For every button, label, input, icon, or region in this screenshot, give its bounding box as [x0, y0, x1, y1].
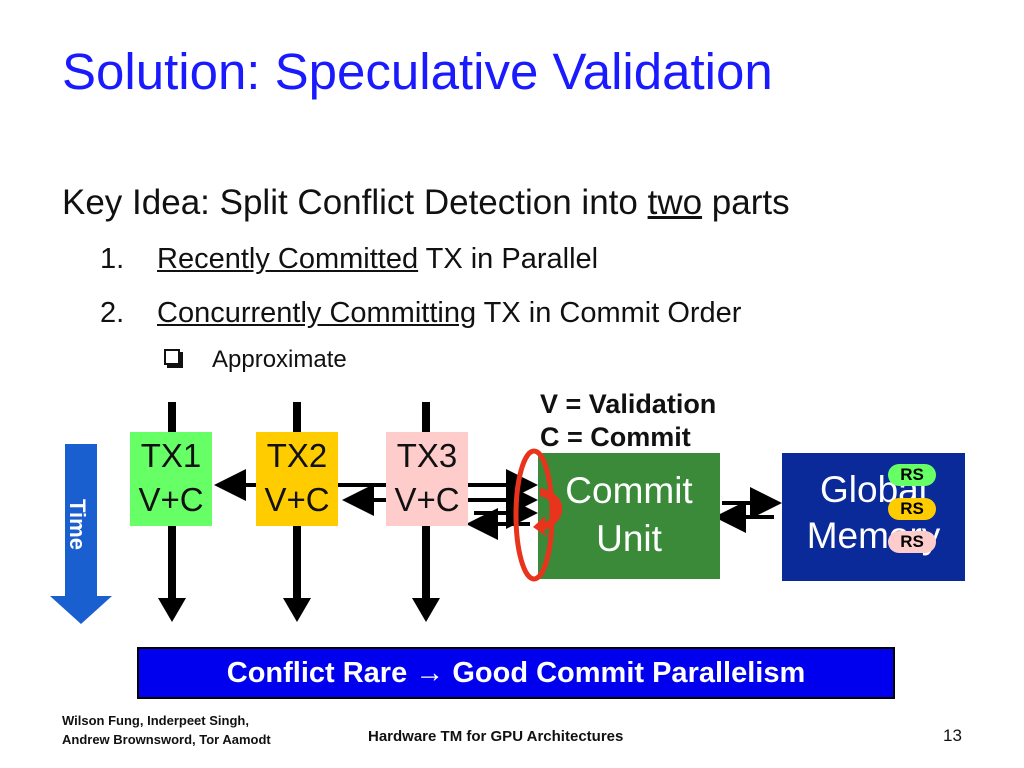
- footer-title: Hardware TM for GPU Architectures: [368, 728, 624, 745]
- tx1-name: TX1: [140, 437, 202, 474]
- curved-arrow-icon: [533, 488, 563, 537]
- tx2-box: TX2 V+C: [256, 432, 338, 526]
- rs-badge: RS: [888, 498, 936, 520]
- sub-bullet-text: Approximate: [212, 346, 347, 373]
- slide-title: Solution: Speculative Validation: [62, 43, 773, 100]
- footer-authors-line2: Andrew Brownsword, Tor Aamodt: [62, 732, 271, 747]
- key-idea-underlined: two: [647, 183, 703, 222]
- footer-authors-line1: Wilson Fung, Inderpeet Singh,: [62, 713, 249, 728]
- legend-validation: V = Validation: [540, 389, 717, 419]
- list-number-1: 1.: [100, 243, 125, 275]
- commit-unit-line1: Commit: [565, 470, 693, 511]
- time-arrow-icon: [50, 444, 112, 624]
- list-item-1-underlined: Recently Committed: [157, 243, 419, 275]
- tx1-op: V+C: [138, 481, 204, 518]
- page-number: 13: [943, 726, 962, 745]
- key-idea-prefix: Key Idea: Split Conflict Detection into: [62, 183, 648, 222]
- tx3-box: TX3 V+C: [386, 432, 468, 526]
- tx3-op: V+C: [394, 481, 460, 518]
- tx2-name: TX2: [266, 437, 328, 474]
- list-item-1: Recently Committed TX in Parallel: [157, 243, 598, 276]
- time-label: Time: [65, 498, 90, 550]
- conclusion-banner: Conflict Rare → Good Commit Parallelism: [137, 647, 895, 699]
- tx2-op: V+C: [264, 481, 330, 518]
- list-number-2: 2.: [100, 297, 125, 329]
- footer-authors: Wilson Fung, Inderpeet Singh, Andrew Bro…: [62, 711, 271, 749]
- rs-badge: RS: [888, 531, 936, 553]
- list-item-2-underlined: Concurrently Committing: [157, 297, 477, 329]
- rs-badge: RS: [888, 464, 936, 486]
- key-idea-line: Key Idea: Split Conflict Detection into …: [62, 183, 790, 223]
- commit-unit-line2: Unit: [596, 518, 662, 559]
- list-item-2-rest: TX in Commit Order: [476, 297, 742, 329]
- list-item-2: Concurrently Committing TX in Commit Ord…: [157, 297, 741, 330]
- legend: V = Validation C = Commit: [540, 388, 716, 454]
- key-idea-suffix: parts: [702, 183, 790, 222]
- commit-unit-box: Commit Unit: [538, 453, 720, 579]
- tx1-box: TX1 V+C: [130, 432, 212, 526]
- tx3-name: TX3: [396, 437, 458, 474]
- list-item-1-rest: TX in Parallel: [418, 243, 599, 275]
- commit-memory-arrows: [714, 487, 782, 533]
- checkbox-bullet-icon: [164, 349, 180, 365]
- highlight-ellipse-icon: [513, 448, 555, 582]
- legend-commit: C = Commit: [540, 422, 691, 452]
